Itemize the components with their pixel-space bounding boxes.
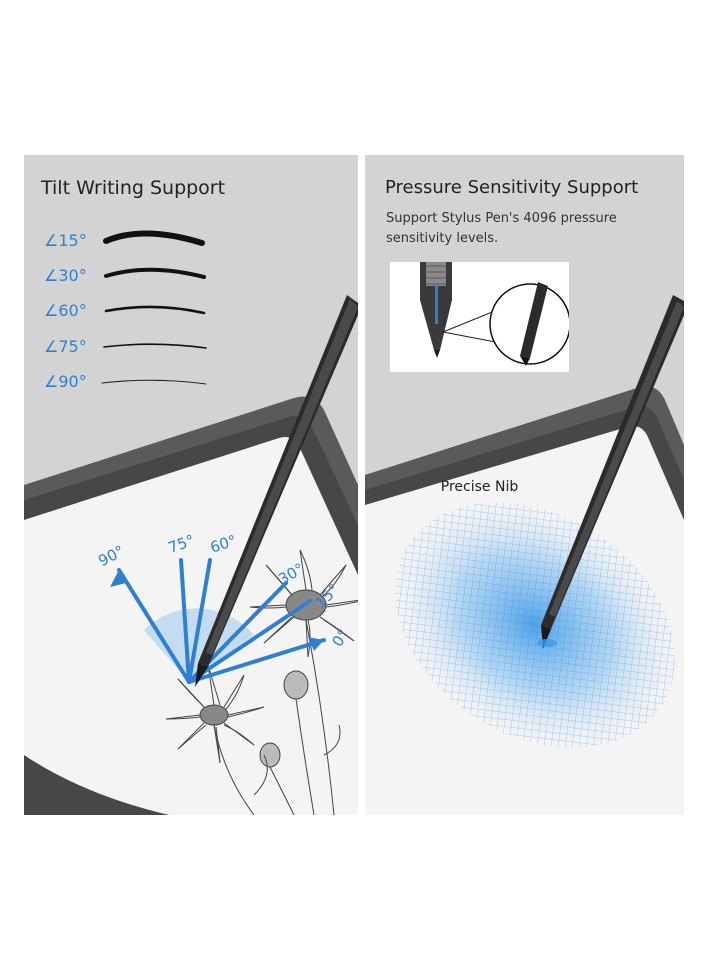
- angle-fan: [110, 558, 326, 684]
- tilt-illustration: [24, 230, 358, 815]
- angle-label-60: ∠60°: [44, 301, 87, 320]
- nib-caption: Precise Nib: [440, 479, 519, 495]
- pressure-sensitivity-panel: Pressure Sensitivity Support Support Sty…: [365, 155, 684, 815]
- stylus-pen-icon: [537, 295, 684, 649]
- stylus-pen-icon: [195, 295, 358, 687]
- angle-label-90: ∠90°: [44, 372, 87, 391]
- panel-title: Tilt Writing Support: [41, 177, 226, 199]
- angle-label-30: ∠30°: [44, 266, 87, 285]
- nib-magnifier-icon: [390, 262, 571, 372]
- panel-title: Pressure Sensitivity Support: [385, 177, 639, 198]
- tilt-writing-panel: Tilt Writing Support ∠15° ∠30° ∠60° ∠75°…: [24, 155, 358, 815]
- angle-label-75: ∠75°: [44, 337, 87, 356]
- angle-label-15: ∠15°: [44, 231, 87, 250]
- nib-detail-box: Precise Nib: [390, 262, 571, 495]
- panel-subtitle: Support Stylus Pen's 4096 pressure sensi…: [386, 211, 617, 246]
- pressure-illustration: [365, 295, 684, 815]
- pressure-grid: [395, 502, 675, 748]
- stroke-samples: [101, 230, 207, 385]
